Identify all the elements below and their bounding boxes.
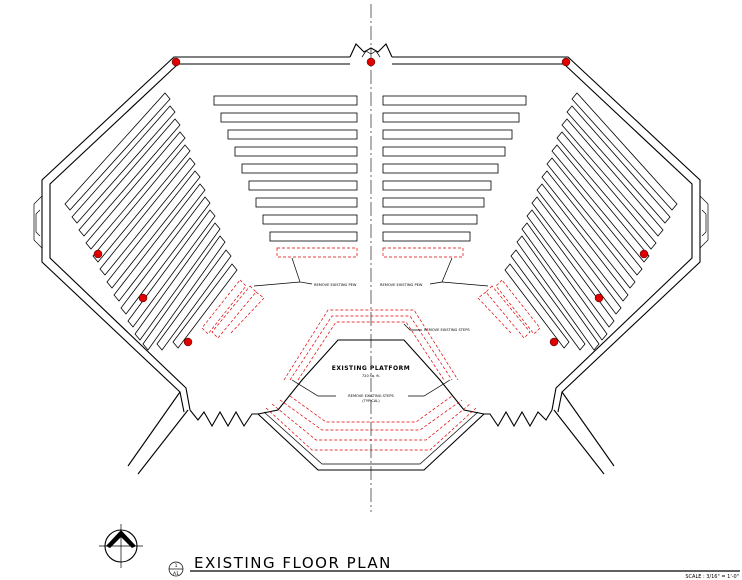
title-block: 1 A1 EXISTING FLOOR PLAN SCALE : 3/16" =… bbox=[168, 554, 740, 580]
note-remove-steps-top: REMOVE EXISTING STEPS bbox=[424, 328, 470, 332]
note-remove-steps-center: REMOVE EXISTING STEPS bbox=[348, 394, 394, 398]
sheet-number: A1 bbox=[173, 571, 179, 577]
removal-outlines bbox=[201, 247, 541, 451]
note-remove-pew-right: REMOVE EXISTING PEW bbox=[380, 283, 423, 287]
left-side-pews bbox=[64, 92, 238, 351]
drawing-title: EXISTING FLOOR PLAN bbox=[194, 554, 392, 572]
outer-walls bbox=[33, 43, 709, 475]
note-typical: (TYPICAL) bbox=[362, 399, 380, 403]
leader-lines bbox=[253, 257, 489, 397]
center-pews bbox=[213, 95, 527, 242]
platform-label: EXISTING PLATFORM bbox=[332, 365, 410, 372]
columns bbox=[93, 57, 649, 347]
north-arrow-icon bbox=[99, 524, 143, 568]
right-side-pews bbox=[504, 92, 678, 351]
platform-area: 720 sq. ft. bbox=[362, 374, 380, 378]
note-remove-pew-left: REMOVE EXISTING PEW bbox=[314, 283, 357, 287]
detail-number: 1 bbox=[175, 563, 178, 569]
drawing-scale: SCALE : 3/16" = 1'-0" bbox=[685, 574, 739, 580]
